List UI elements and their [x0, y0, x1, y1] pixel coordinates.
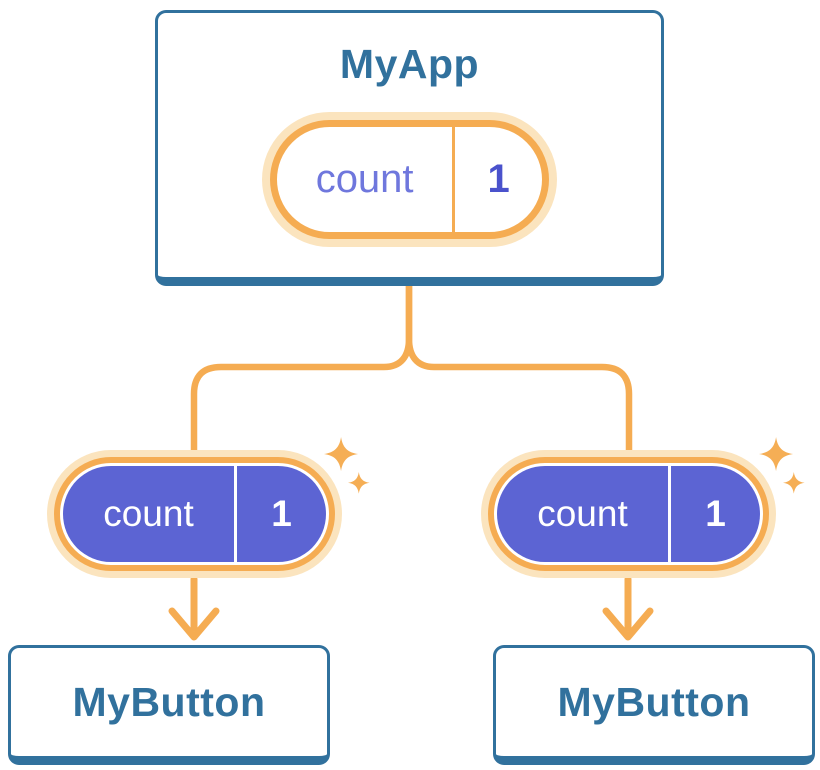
sparkle-icon [324, 437, 359, 472]
pill-body: count 1 [497, 466, 760, 562]
pill-divider [233, 466, 237, 562]
prop-value: 1 [271, 493, 292, 534]
pill-ring: count 1 [488, 457, 769, 571]
pill-ring: count 1 [54, 457, 335, 571]
sparkle-icon [348, 472, 370, 494]
component-title-myapp: MyApp [339, 41, 480, 87]
prop-pill-right: count 1 [481, 450, 776, 578]
prop-pill-left: count 1 [47, 450, 342, 578]
component-title-mybutton-left: MyButton [72, 678, 266, 725]
component-node-mybutton-left: MyButton [8, 645, 330, 765]
component-title-mybutton-right: MyButton [557, 678, 751, 725]
state-pill-myapp: count 1 [262, 112, 557, 247]
pill-halo: count 1 [262, 112, 557, 247]
wire-root-to-left-child [190, 279, 413, 456]
sparkle-icon [783, 472, 805, 494]
pill-halo: count 1 [47, 450, 342, 578]
state-label: count [315, 157, 414, 201]
pill-ring: count 1 [270, 120, 549, 239]
component-node-mybutton-right: MyButton [493, 645, 815, 765]
arrow-down-icon [168, 575, 220, 641]
sparkle-icon [759, 437, 794, 472]
arrow-down-icon [602, 575, 654, 641]
prop-label: count [537, 493, 628, 534]
prop-value: 1 [705, 493, 726, 534]
state-value: 1 [487, 157, 510, 201]
pill-divider [452, 127, 456, 232]
pill-body: count 1 [63, 466, 326, 562]
pill-halo: count 1 [481, 450, 776, 578]
pill-divider [667, 466, 671, 562]
prop-label: count [103, 493, 194, 534]
wire-root-to-right-child [405, 279, 633, 456]
